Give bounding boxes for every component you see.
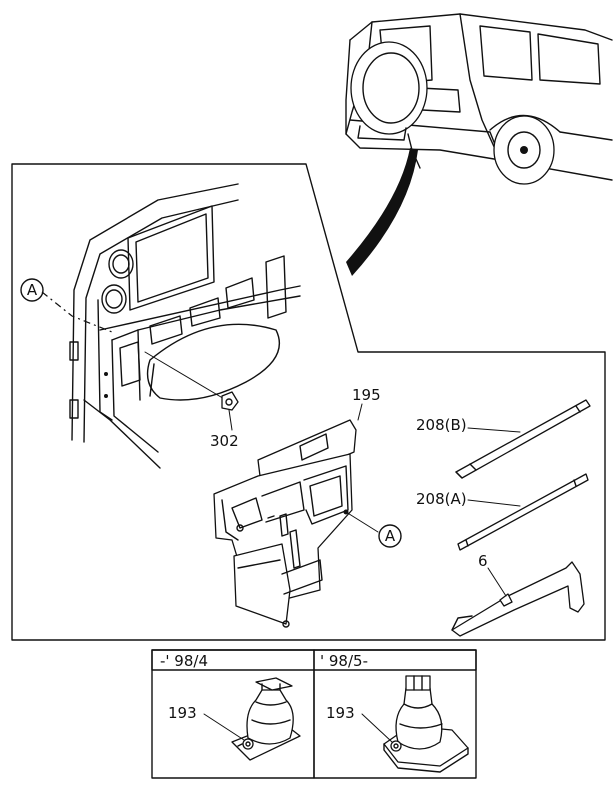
reference-circle-a-side: A bbox=[378, 524, 402, 548]
wheel-wrench-6 bbox=[451, 561, 585, 637]
reference-circle-a-top: A bbox=[20, 278, 44, 302]
jack-193-late bbox=[361, 675, 469, 773]
ref-a-top-label: A bbox=[27, 281, 38, 299]
jack-bracket-195 bbox=[213, 403, 379, 628]
extension-rod-208b bbox=[455, 399, 591, 479]
callout-302: 302 bbox=[210, 432, 239, 450]
callout-193-left: 193 bbox=[168, 704, 197, 722]
callout-6: 6 bbox=[478, 552, 488, 570]
callout-195: 195 bbox=[352, 386, 381, 404]
callout-193-right: 193 bbox=[326, 704, 355, 722]
interior-panel bbox=[41, 183, 301, 469]
jack-193-early bbox=[203, 677, 301, 761]
screw-302 bbox=[221, 391, 239, 411]
jack-variants-panel bbox=[151, 649, 477, 779]
callout-208b: 208(B) bbox=[416, 416, 467, 434]
panel-label-early: -' 98/4 bbox=[160, 652, 208, 670]
vehicle-illustration bbox=[345, 13, 613, 276]
callout-208a: 208(A) bbox=[416, 490, 467, 508]
ref-a-side-label: A bbox=[385, 527, 396, 545]
detail-frame bbox=[11, 163, 606, 641]
extension-rod-208a bbox=[457, 473, 589, 551]
panel-label-late: ' 98/5- bbox=[320, 652, 368, 670]
